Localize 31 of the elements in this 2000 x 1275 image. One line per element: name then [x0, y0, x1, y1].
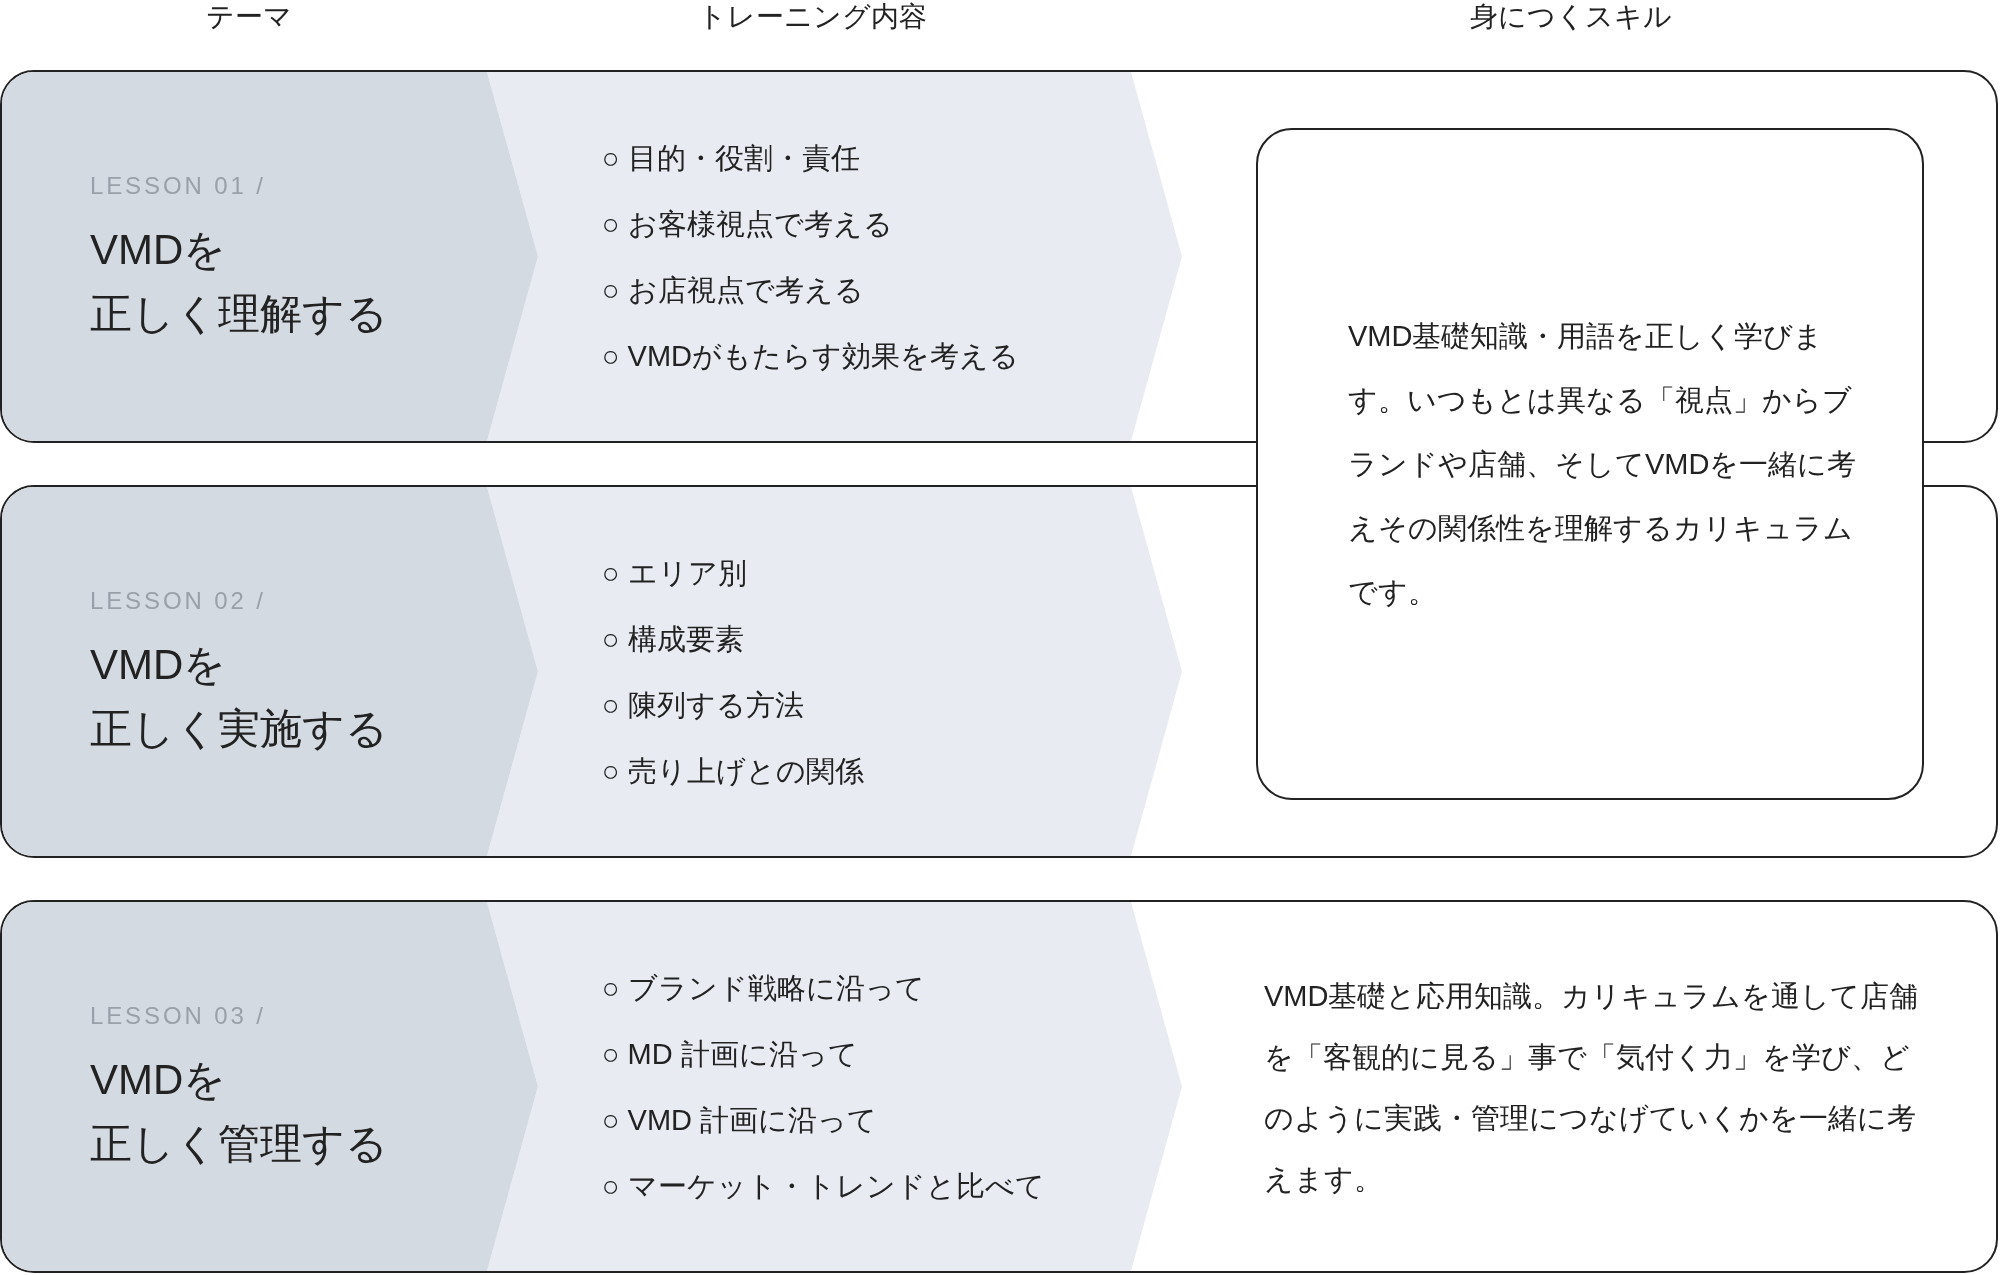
theme-title: VMDを [90, 639, 227, 690]
content-item: ○ 売り上げとの関係 [602, 753, 864, 789]
content-item: ○ 陳列する方法 [602, 687, 804, 723]
content-item: ○ ブランド戦略に沿って [602, 970, 925, 1006]
content-item: ○ マーケット・トレンドと比べて [602, 1168, 1045, 1204]
content-item: ○ お客様視点で考える [602, 206, 893, 242]
column-header: トレーニング内容 [697, 0, 927, 34]
column-header: 身につくスキル [1470, 0, 1672, 34]
skill-card [1256, 128, 1924, 800]
content-item: ○ エリア別 [602, 555, 747, 591]
theme-title: 正しく理解する [90, 288, 388, 339]
content-item: ○ VMD 計画に沿って [602, 1102, 878, 1138]
skill-description: VMD基礎知識・用語を正しく学びます。いつもとは異なる「視点」からブランドや店舗、そしてVMDを一緒に考えその関係性を理解するカリキュラムです。 [1348, 319, 1858, 610]
theme-title: 正しく実施する [90, 703, 388, 754]
lesson-row-card [0, 900, 1998, 1273]
content-item: ○ VMDがもたらす効果を考える [602, 338, 1020, 374]
column-header: テーマ [206, 0, 292, 34]
theme-title: VMDを [90, 1054, 227, 1105]
theme-title: VMDを [90, 224, 227, 275]
skill-description: VMD基礎と応用知識。カリキュラムを通して店舗を「客観的に見る」事で「気付く力」を学び、どのように実践・管理につなげていくかを一緒に考えます。 [1264, 979, 1920, 1197]
lesson-number: LESSON 01 / [90, 170, 266, 201]
content-item: ○ MD 計画に沿って [602, 1036, 858, 1072]
content-item: ○ 目的・役割・責任 [602, 140, 860, 176]
theme-title: 正しく管理する [90, 1118, 388, 1169]
lesson-number: LESSON 03 / [90, 1000, 266, 1031]
theme-panel [2, 72, 538, 441]
theme-panel [2, 902, 538, 1271]
content-item: ○ お店視点で考える [602, 272, 864, 308]
content-item: ○ 構成要素 [602, 621, 744, 657]
lesson-number: LESSON 02 / [90, 585, 266, 616]
theme-panel [2, 487, 538, 856]
